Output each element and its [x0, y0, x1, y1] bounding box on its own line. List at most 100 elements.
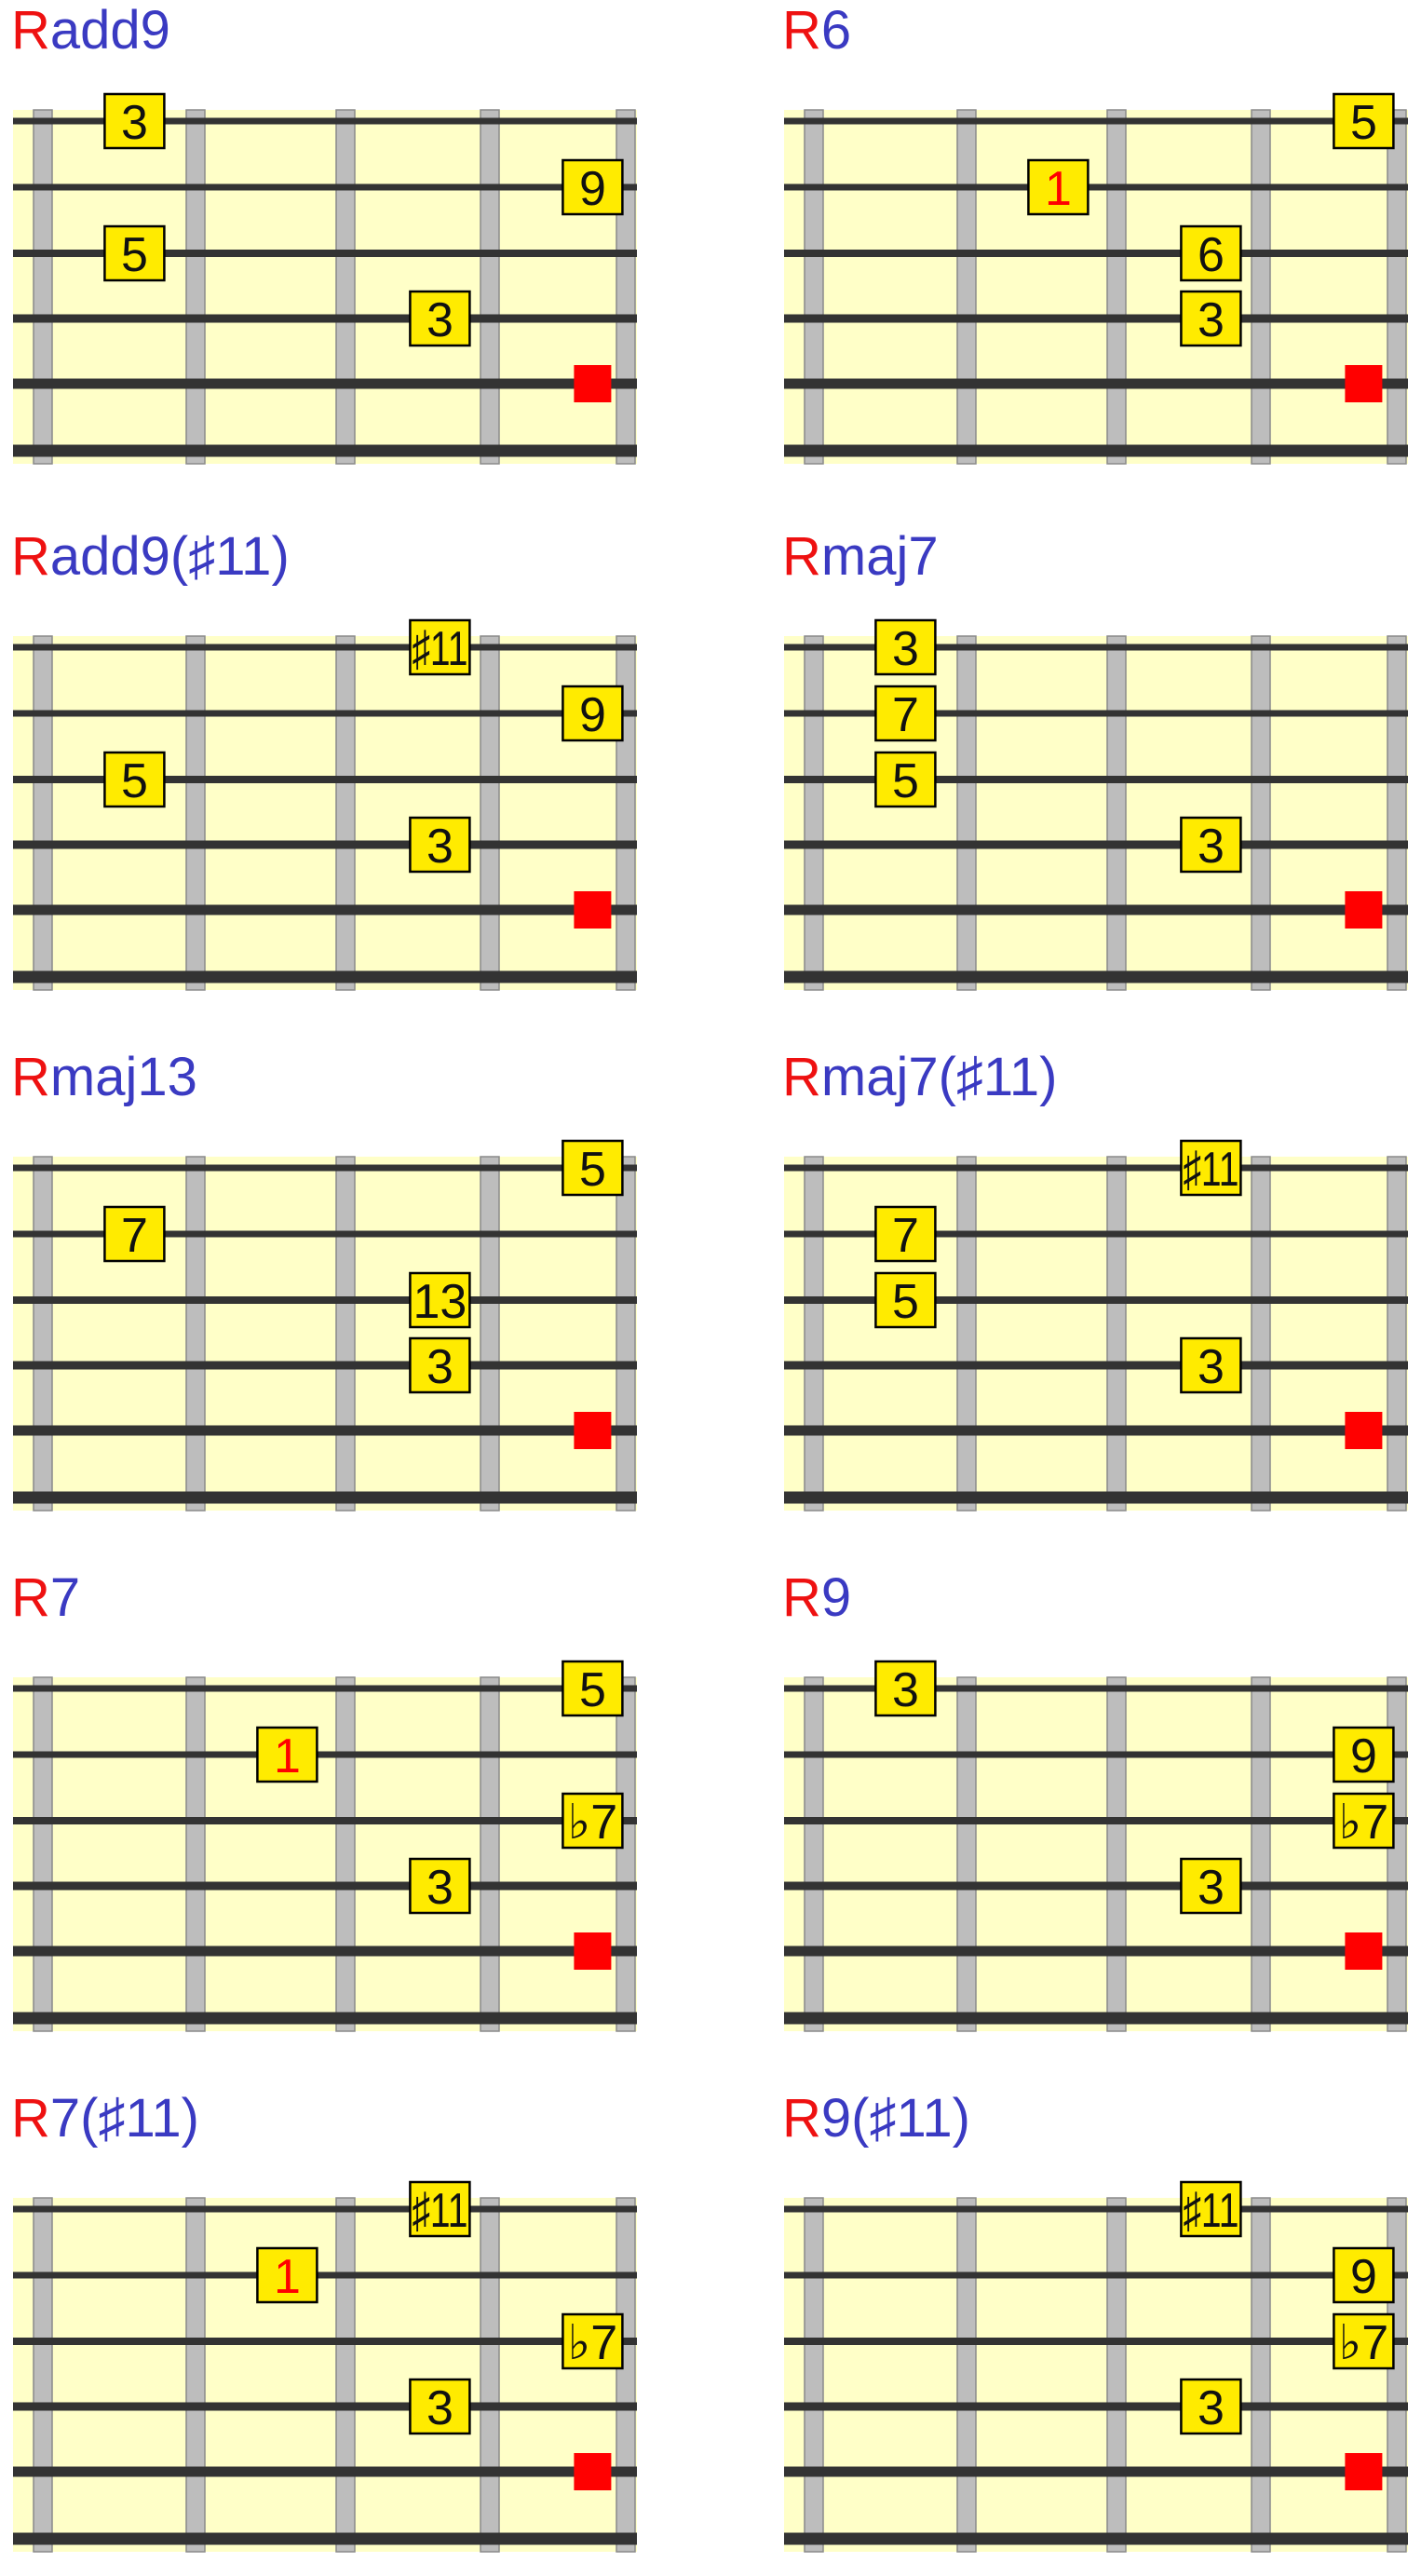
note-marker: 3	[874, 1660, 937, 1717]
chord-root: R	[782, 1047, 821, 1107]
chord-quality: maj7	[821, 526, 939, 587]
fret-3	[335, 2197, 356, 2553]
string-6	[784, 444, 1408, 457]
note-box	[874, 1205, 937, 1263]
string-2	[784, 710, 1408, 717]
note-label: 5	[892, 754, 919, 808]
string-5	[784, 904, 1408, 915]
note-label: 5	[121, 228, 148, 282]
note-label: ♭7	[1339, 1796, 1388, 1850]
string-1	[784, 1164, 1408, 1172]
note-box	[256, 1726, 318, 1783]
string-2	[784, 1230, 1408, 1238]
string-4	[13, 840, 637, 849]
note-label: ♭7	[568, 2316, 617, 2370]
note-marker: 9	[562, 685, 624, 742]
chord-root: R	[782, 0, 821, 61]
chord-quality: maj7(♯11)	[821, 1047, 1058, 1107]
string-6	[13, 970, 637, 983]
note-label: 13	[413, 1275, 467, 1329]
string-2	[784, 183, 1408, 191]
note-label: 9	[579, 162, 606, 216]
note-marker: 9	[1333, 2246, 1395, 2304]
fret-5	[616, 2197, 636, 2553]
note-marker: ♭7	[562, 2312, 624, 2370]
string-1	[784, 1685, 1408, 1692]
string-3	[784, 250, 1408, 257]
note-marker: 7	[874, 1205, 937, 1263]
string-5	[784, 2466, 1408, 2477]
string-1	[784, 2205, 1408, 2213]
string-4	[13, 1881, 637, 1891]
note-marker: 7	[103, 1205, 166, 1263]
note-label: 5	[579, 1143, 606, 1197]
note-label: 3	[1198, 1340, 1225, 1394]
note-box	[103, 92, 166, 150]
note-marker: 3	[409, 1336, 471, 1394]
fret-1	[804, 109, 824, 465]
string-2	[13, 1230, 637, 1238]
note-box	[562, 2312, 624, 2370]
string-4	[13, 314, 637, 323]
note-label: ♭7	[1339, 2316, 1388, 2370]
note-marker: ♯11	[1180, 2180, 1242, 2238]
note-marker: 7	[874, 685, 937, 742]
chord-root: R	[782, 2088, 821, 2149]
note-marker: 5	[103, 751, 166, 808]
note-label: 3	[1198, 1861, 1225, 1915]
string-3	[784, 776, 1408, 783]
string-3	[13, 2338, 637, 2345]
string-4	[784, 2402, 1408, 2411]
note-label: 3	[1198, 2381, 1225, 2435]
string-5	[13, 2466, 637, 2477]
fret-5	[1387, 635, 1407, 991]
note-marker: 5	[1333, 92, 1395, 150]
fret-1	[33, 635, 53, 991]
chord-quality: 9	[821, 1567, 851, 1628]
fret-1	[804, 1156, 824, 1512]
note-label: 9	[579, 688, 606, 742]
string-5	[13, 378, 637, 389]
root-note-marker	[1345, 2453, 1383, 2490]
note-box	[1027, 158, 1089, 216]
root-note-marker	[574, 891, 612, 929]
note-label: 5	[579, 1663, 606, 1717]
fret-3	[1106, 635, 1127, 991]
note-label: 3	[426, 1861, 453, 1915]
note-box	[1333, 2312, 1395, 2370]
string-2	[13, 2271, 637, 2279]
fretboard	[784, 1677, 1408, 2031]
note-box	[874, 685, 937, 742]
string-3	[13, 776, 637, 783]
fret-4	[1251, 2197, 1271, 2553]
note-marker: ♭7	[1333, 2312, 1395, 2370]
fret-4	[1251, 635, 1271, 991]
fret-2	[185, 635, 206, 991]
note-label: 7	[892, 688, 919, 742]
string-1	[784, 117, 1408, 125]
chord-quality: add9(♯11)	[50, 526, 290, 587]
note-marker: 3	[103, 92, 166, 150]
note-marker: 9	[562, 158, 624, 216]
fret-3	[1106, 1156, 1127, 1512]
note-marker: 3	[409, 2378, 471, 2435]
chord-title: Radd9	[11, 0, 170, 61]
string-5	[784, 1946, 1408, 1957]
chord-root: R	[11, 526, 50, 587]
fret-4	[480, 109, 500, 465]
note-box	[562, 1792, 624, 1850]
chord-title: R7	[11, 1567, 80, 1628]
fret-3	[335, 635, 356, 991]
fret-1	[33, 1156, 53, 1512]
note-marker: ♯11	[409, 2180, 471, 2238]
chord-title: Rmaj7(♯11)	[782, 1047, 1057, 1107]
chord-title: R9	[782, 1567, 851, 1628]
note-marker: ♯11	[409, 618, 471, 676]
note-label: ♯11	[412, 622, 467, 676]
note-label: 1	[274, 1729, 301, 1783]
fret-5	[1387, 1156, 1407, 1512]
note-label: 1	[1045, 162, 1072, 216]
note-box	[409, 618, 471, 676]
note-label: 3	[892, 1663, 919, 1717]
